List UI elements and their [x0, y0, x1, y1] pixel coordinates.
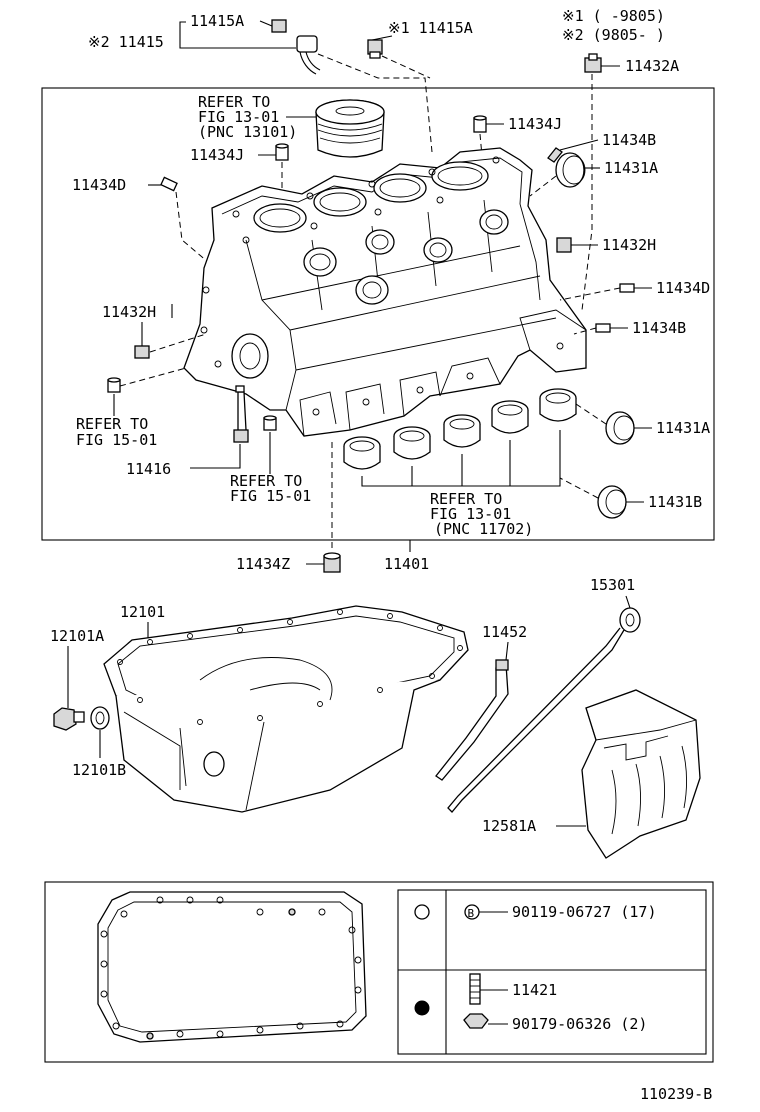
piston-icon	[315, 99, 385, 158]
dipstick-15301-icon	[447, 607, 641, 813]
label-11452: 11452	[482, 623, 527, 641]
open-circle-icon	[414, 904, 430, 920]
pin-11434D-right-icon	[619, 283, 635, 293]
label-11415: ※2 11415	[88, 33, 164, 51]
label-11401: 11401	[384, 555, 429, 573]
refer-piston-line3: (PNC 13101)	[198, 123, 297, 141]
oil-pressure-switch-icon	[367, 39, 383, 59]
label-11431B: 11431B	[648, 493, 702, 511]
pin-11434B-mid-icon	[595, 323, 611, 333]
dowel-11434J-right-icon	[473, 115, 487, 133]
label-11432A: 11432A	[625, 57, 679, 75]
label-11431A-top: 11431A	[604, 159, 658, 177]
filled-circle-icon	[414, 1000, 430, 1016]
crank-bearings-icon	[343, 388, 577, 470]
label-12101B: 12101B	[72, 761, 126, 779]
refer-1501a-line1: REFER TO	[76, 415, 148, 433]
note-line-1: ※1 ( -9805)	[562, 7, 665, 25]
pin-11434D-left-icon	[160, 176, 178, 192]
cylinder-block-icon	[183, 147, 587, 437]
oil-jet-11416-icon	[233, 385, 249, 443]
gasket-12101B-icon	[90, 706, 110, 730]
label-12101: 12101	[120, 603, 165, 621]
cylinder-block-frame	[41, 87, 715, 541]
plug-11432H-right-icon	[556, 237, 572, 253]
refer-1501a-line2: FIG 15-01	[76, 431, 157, 449]
dowel-center-icon	[263, 415, 277, 431]
legend-row2-part-b: 90179-06326 (2)	[512, 1015, 647, 1033]
dowel-left-icon	[107, 377, 121, 393]
refer-piston-line1: REFER TO	[198, 93, 270, 111]
pin-11434B-top-icon	[547, 147, 563, 163]
label-12101A: 12101A	[50, 627, 104, 645]
oil-pan-gasket-icon	[97, 891, 367, 1043]
plug-11432A-icon	[584, 53, 602, 73]
label-11434B-mid: 11434B	[632, 319, 686, 337]
plug-11431A-bottom-icon	[605, 411, 635, 445]
svg-text:B: B	[468, 907, 475, 920]
figure-code: 110239-B	[640, 1085, 712, 1103]
label-11431A-bottom: 11431A	[656, 419, 710, 437]
label-11432H-right: 11432H	[602, 236, 656, 254]
legend-row1-part: 90119-06727 (17)	[512, 903, 657, 921]
bolt-head-b-icon: B	[464, 904, 480, 920]
refer-1501b-line2: FIG 15-01	[230, 487, 311, 505]
label-15301: 15301	[590, 576, 635, 594]
plug-11432H-left-icon	[134, 345, 150, 359]
label-11434D-left: 11434D	[72, 176, 126, 194]
oil-baffle-12581A-icon	[581, 689, 701, 859]
label-11434B-top: 11434B	[602, 131, 656, 149]
oil-pressure-sender-icon	[271, 19, 321, 75]
label-11434J-left: 11434J	[190, 146, 244, 164]
plug-11431A-top-icon	[555, 152, 586, 188]
plug-11431B-icon	[597, 485, 627, 519]
note-line-2: ※2 (9805- )	[562, 26, 665, 44]
label-11415A-top: 11415A	[190, 12, 244, 30]
label-11434D-right: 11434D	[656, 279, 710, 297]
label-11415A-mark: ※1 11415A	[388, 19, 473, 37]
label-11416: 11416	[126, 460, 171, 478]
refer-bearing-line2: FIG 13-01	[430, 505, 511, 523]
label-11432H-left: 11432H	[102, 303, 156, 321]
oil-pan-icon	[103, 605, 469, 813]
plug-11434Z-icon	[323, 552, 341, 573]
legend-table	[397, 889, 707, 1055]
gasket-frame	[44, 881, 714, 1063]
legend-row2-part-a: 11421	[512, 981, 557, 999]
label-11434Z: 11434Z	[236, 555, 290, 573]
dipstick-guide-11452-icon	[435, 659, 509, 781]
drain-plug-12101A-icon	[53, 707, 85, 731]
refer-piston-line2: FIG 13-01	[198, 108, 279, 126]
label-11434J-right: 11434J	[508, 115, 562, 133]
nut-90179-icon	[463, 1013, 489, 1029]
refer-1501b-line1: REFER TO	[230, 472, 302, 490]
stud-11421-icon	[469, 973, 481, 1005]
label-12581A: 12581A	[482, 817, 536, 835]
dowel-11434J-left-icon	[275, 143, 289, 161]
refer-bearing-line1: REFER TO	[430, 490, 502, 508]
refer-bearing-line3: (PNC 11702)	[434, 520, 533, 538]
